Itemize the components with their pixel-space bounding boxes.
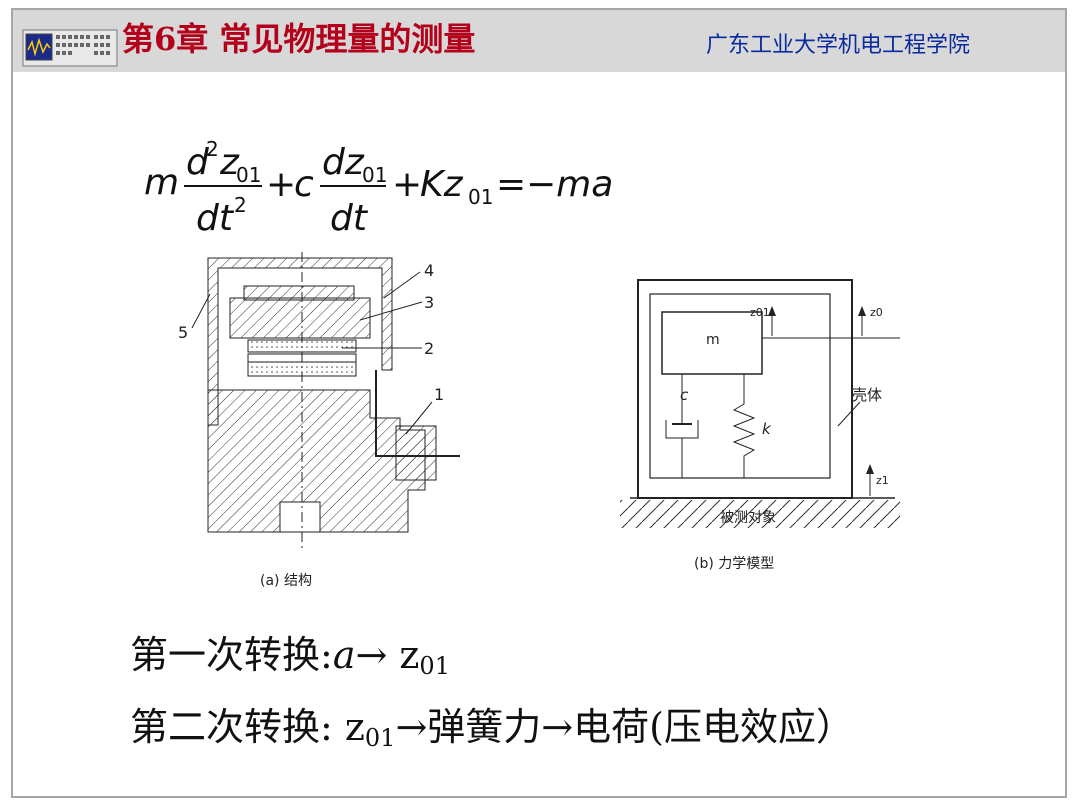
fig-b-caption: (b) 力学模型 xyxy=(694,556,774,572)
page-title: 第6章 常见物理量的测量 xyxy=(122,20,476,58)
eq-dt-b: dt xyxy=(330,198,369,239)
eq-plus: + xyxy=(266,164,296,205)
header-bar xyxy=(13,10,1065,72)
slide-border xyxy=(11,8,1067,798)
eq-plus-b: + xyxy=(392,164,422,205)
eq-equals: = xyxy=(496,164,526,205)
fig-a-label-4: 4 xyxy=(424,261,434,280)
fig-a-label-2: 2 xyxy=(424,339,434,358)
fig-a-caption: (a) 结构 xyxy=(260,573,312,589)
first-conversion-line: 第一次转换:a→ z01 xyxy=(130,624,450,680)
second-conversion-sub: 01 xyxy=(364,724,396,752)
eq-sup-b: 2 xyxy=(234,193,247,217)
eq-dt: dt xyxy=(196,198,235,239)
fig-b-z0: z0 xyxy=(870,306,883,319)
eq-sub-b: 01 xyxy=(362,163,387,187)
fig-a-label-1: 1 xyxy=(434,385,444,404)
fig-b-mass: m xyxy=(706,332,720,348)
first-conversion-prefix: 第一次转换: xyxy=(130,633,333,677)
eq-rhs: −ma xyxy=(526,164,613,205)
first-conversion-a: a xyxy=(332,633,356,677)
eq-d: d xyxy=(186,142,210,183)
eq-m: m xyxy=(144,162,179,203)
eq-z: z xyxy=(219,142,240,183)
structure-figure: 4 3 2 1 5 (a) 结构 xyxy=(178,252,460,589)
first-conversion-sub: 01 xyxy=(419,652,450,680)
second-conversion-rest: →弹簧力→电荷(压电效应） xyxy=(395,705,854,749)
oscilloscope-icon xyxy=(22,29,118,67)
fig-a-label-5: 5 xyxy=(178,323,188,342)
fig-b-shell: 壳体 xyxy=(852,386,882,404)
fig-b-damper: c xyxy=(680,386,689,404)
eq-sup: 2 xyxy=(206,137,219,161)
institute-name: 广东工业大学机电工程学院 xyxy=(706,33,971,58)
first-conversion-arrow: → z xyxy=(355,633,420,677)
eq-dz: dz xyxy=(322,142,365,183)
eq-sub-c: 01 xyxy=(468,185,493,209)
fig-b-z1: z1 xyxy=(876,474,889,487)
fig-b-z01: z01 xyxy=(750,306,770,319)
second-conversion-prefix: 第二次转换: z xyxy=(130,705,365,749)
fig-b-spring: k xyxy=(762,420,772,438)
fig-b-object: 被测对象 xyxy=(720,510,776,526)
differential-equation: m d 2 z 01 dt 2 + c dz 01 dt + Kz 01 = −… xyxy=(144,137,613,239)
eq-c: c xyxy=(294,164,314,205)
fig-a-label-3: 3 xyxy=(424,293,434,312)
eq-sub: 01 xyxy=(236,163,261,187)
eq-K: Kz xyxy=(420,164,464,205)
mechanics-model-figure: m c k z01 z0 z1 壳体 被测对象 (b) 力学模型 xyxy=(620,279,900,572)
second-conversion-line: 第二次转换: z01→弹簧力→电荷(压电效应） xyxy=(130,696,854,752)
